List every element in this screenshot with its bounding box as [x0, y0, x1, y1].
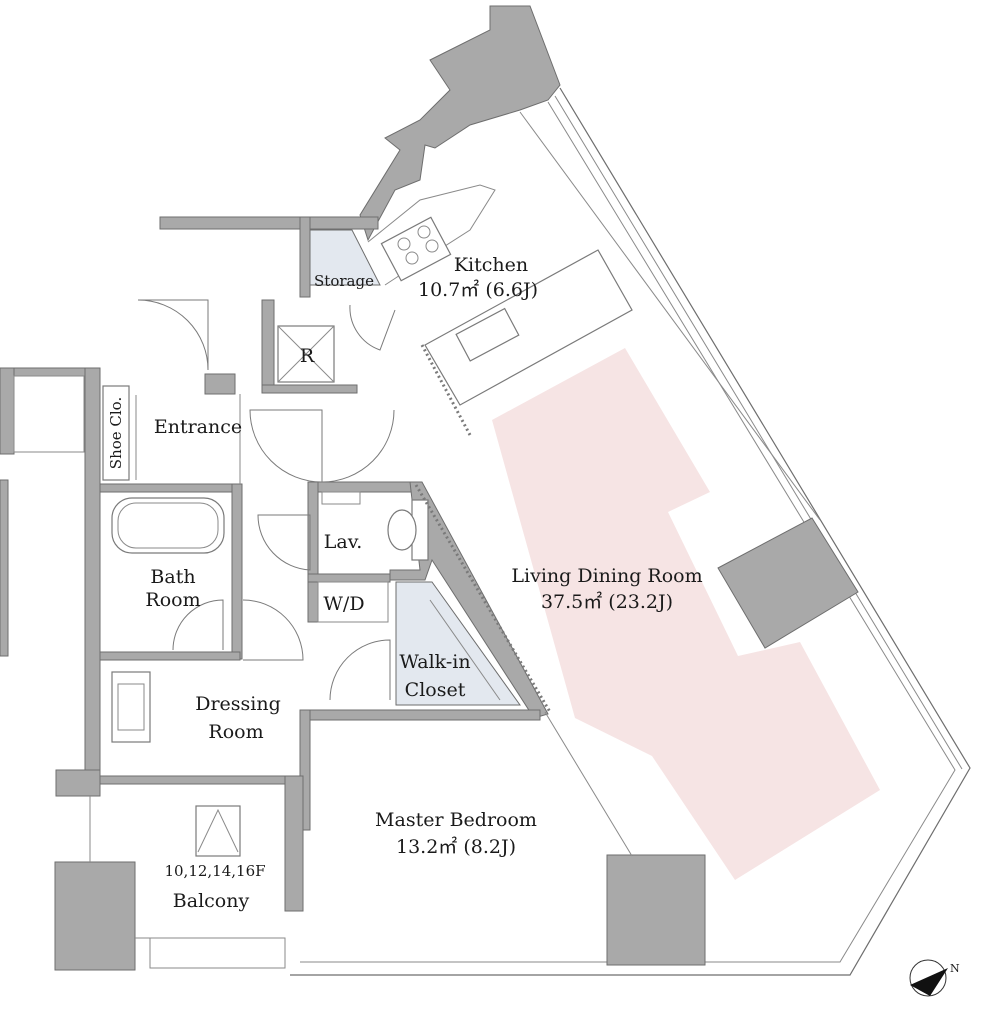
- wall-dressing-bottom-right: [299, 709, 541, 721]
- balcony-hatch-mark: [197, 808, 239, 853]
- bath-label-line1: Bath: [150, 566, 195, 588]
- storage-label: Storage: [314, 272, 374, 290]
- kitchen-inner-wall: [519, 111, 821, 521]
- master-bedroom-area: 13.2㎡ (8.2J): [396, 835, 516, 858]
- columns: [54, 517, 859, 971]
- door-swing: [321, 409, 395, 483]
- wall-dressing-right: [299, 709, 311, 831]
- west-walls: [0, 367, 101, 797]
- exterior-wall-east-outer: [290, 87, 971, 976]
- bath-fixtures: [111, 497, 225, 743]
- balcony-label: Balcony: [173, 890, 250, 912]
- bathtub: [111, 497, 225, 554]
- living-label: Living Dining Room: [511, 565, 702, 587]
- wall-lav-top: [307, 481, 421, 493]
- walk-in-closet-line2: Closet: [405, 679, 466, 701]
- fridge-label: R: [300, 345, 315, 367]
- burner: [425, 239, 439, 253]
- balcony-rail: [135, 937, 286, 969]
- washer-dryer-box: [317, 581, 389, 623]
- wall-entrance-top: [204, 373, 236, 395]
- wall-bath-top: [99, 483, 241, 493]
- living-area: 37.5㎡ (23.2J): [541, 590, 673, 613]
- kitchen-area: 10.7㎡ (6.6J): [418, 278, 538, 301]
- door-swing: [349, 304, 396, 351]
- wall-balcony-right: [284, 775, 304, 912]
- dressing-vanity-inner: [117, 683, 145, 731]
- lav-counter: [321, 491, 361, 505]
- burner: [417, 225, 431, 239]
- exterior-wall-top-block: [359, 5, 561, 242]
- bedroom-glass-wall: [544, 711, 633, 857]
- wall-closet-diagonal: [389, 481, 549, 719]
- compass-label: N: [950, 962, 960, 975]
- fridge-cross: [277, 325, 335, 383]
- burner: [397, 237, 411, 251]
- wall-west-bottom: [55, 769, 101, 797]
- lav-label: Lav.: [324, 531, 362, 553]
- balcony-hatch: [195, 805, 241, 857]
- column-south: [606, 854, 706, 966]
- wall-top-corridor: [159, 216, 379, 230]
- cooktop: [380, 216, 452, 282]
- burner: [405, 251, 419, 265]
- wd-label: W/D: [323, 593, 364, 615]
- wall-fridge-left: [261, 299, 275, 393]
- window-line-east: [554, 95, 963, 770]
- wall-bath-bottom: [99, 651, 241, 661]
- window-hatch: [414, 484, 552, 713]
- dressing-label-line2: Room: [208, 721, 263, 743]
- door-swing: [329, 639, 391, 701]
- shoe-closet-box: [102, 385, 130, 481]
- wall-bath-right: [231, 483, 243, 660]
- toilet-bowl: [387, 509, 417, 551]
- wall-west-box: [84, 367, 101, 781]
- exterior-wall-east-inner: [300, 101, 956, 963]
- walk-in-closet-line1: Walk-in: [399, 651, 470, 673]
- wall-west-stub-top: [0, 367, 15, 455]
- doors: [135, 299, 396, 701]
- door-swing: [137, 299, 209, 371]
- lav-fixtures: [321, 491, 429, 561]
- door-swing: [257, 514, 311, 571]
- wall-left-box: [13, 375, 85, 453]
- shoe-closet-label: Shoe Clo.: [107, 397, 125, 469]
- compass: N: [909, 959, 960, 997]
- wall-storage-left: [299, 216, 311, 298]
- kitchen-label: Kitchen: [454, 254, 528, 276]
- storage-area: [309, 229, 381, 286]
- fridge-space: [277, 325, 335, 383]
- kitchen-fixtures: [367, 184, 633, 436]
- balcony-floors: 10,12,14,16F: [164, 862, 265, 880]
- bath-label-line2: Room: [145, 589, 200, 611]
- kitchen-island: [424, 249, 633, 406]
- entrance-label: Entrance: [154, 416, 242, 438]
- wall-balcony-top: [99, 775, 301, 785]
- room-labels: Kitchen 10.7㎡ (6.6J) Storage R Entrance …: [107, 254, 703, 912]
- kitchen-sink: [455, 307, 520, 362]
- exterior-walls: [290, 5, 971, 976]
- door-swing: [242, 599, 304, 661]
- dressing-label-line1: Dressing: [195, 693, 281, 715]
- column-balcony: [54, 861, 136, 971]
- closet-rod: [429, 599, 501, 701]
- balcony-outline: [89, 796, 286, 969]
- living-highlight: [492, 348, 880, 880]
- hatch-line: [420, 344, 472, 436]
- interior-walls: [99, 216, 549, 912]
- compass-needle-icon: [910, 968, 948, 996]
- door-swing: [249, 409, 323, 483]
- wall-west-stub-bottom: [0, 479, 9, 657]
- door-swing: [172, 599, 224, 651]
- wall-wd-bottom: [307, 573, 391, 583]
- walk-in-closet-area: [395, 581, 521, 706]
- bathtub-inner: [117, 502, 219, 549]
- wall-fridge-bottom: [261, 384, 358, 394]
- column-east: [717, 517, 859, 649]
- master-bedroom-label: Master Bedroom: [375, 809, 537, 831]
